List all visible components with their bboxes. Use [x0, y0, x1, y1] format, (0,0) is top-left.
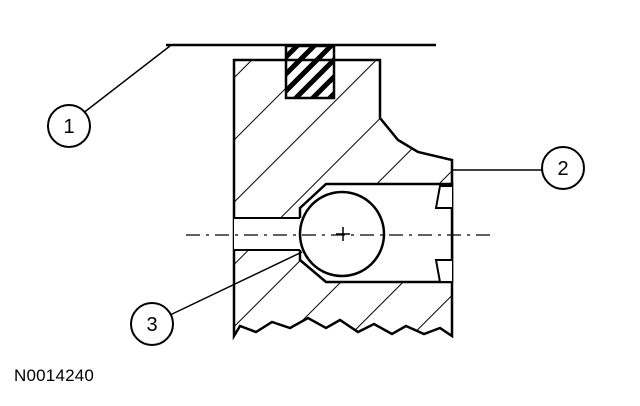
- callout-2-label: 2: [557, 158, 568, 180]
- callout-2: 2: [541, 146, 585, 190]
- figure-reference-code: N0014240: [14, 366, 95, 385]
- seal-ring: [284, 44, 336, 100]
- callout-1: 1: [47, 104, 91, 148]
- callout-3: 3: [130, 302, 174, 346]
- leader-line-1: [81, 45, 171, 115]
- callout-3-label: 3: [146, 314, 157, 336]
- leader-line-3: [167, 251, 303, 317]
- callout-1-label: 1: [63, 116, 74, 138]
- check-ball: [298, 190, 386, 278]
